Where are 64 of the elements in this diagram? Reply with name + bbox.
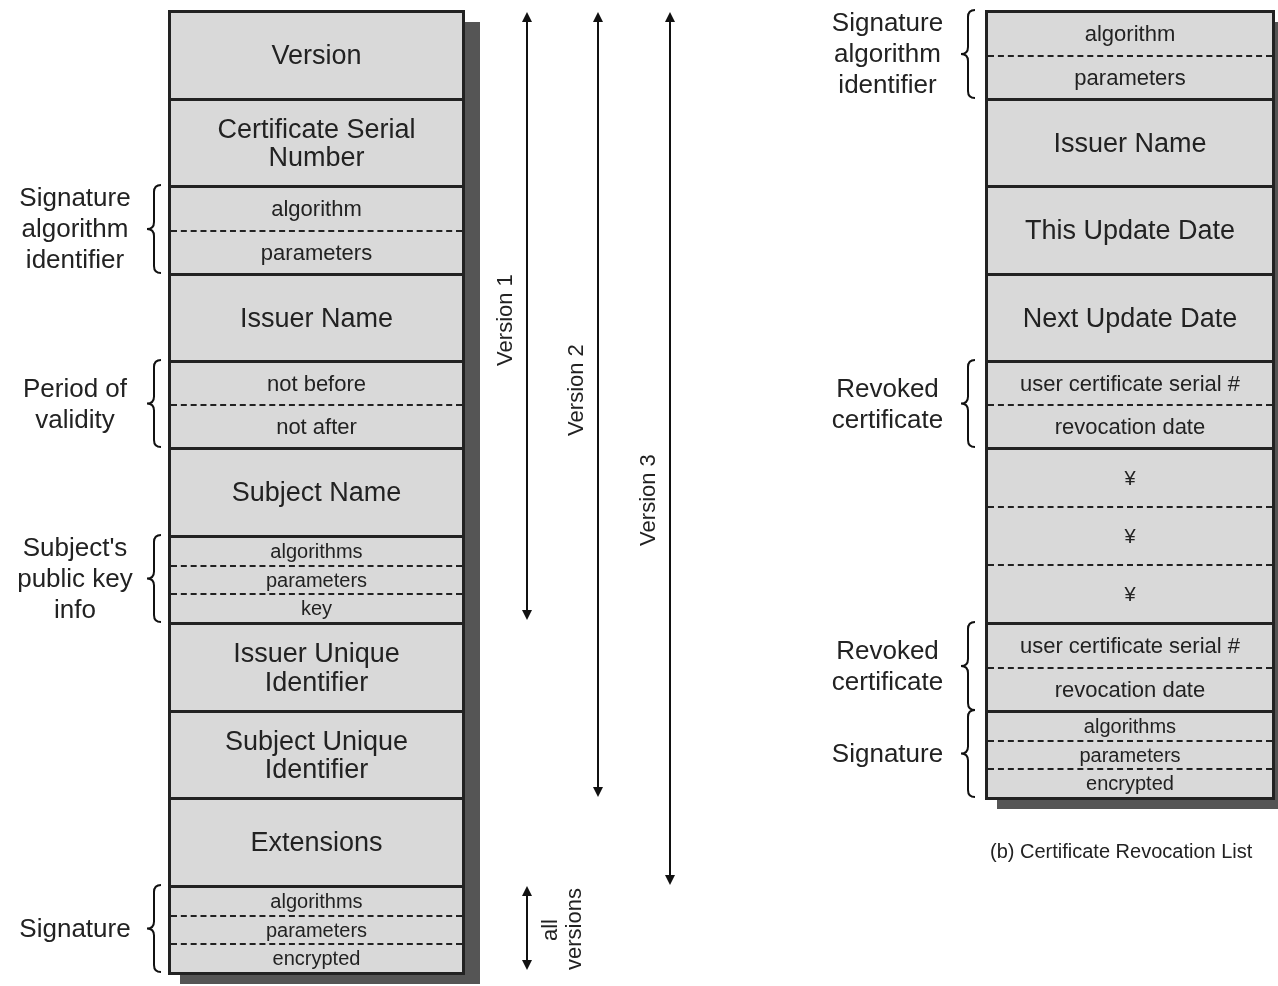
field-label: algorithm	[1083, 22, 1177, 46]
field-row	[985, 185, 1275, 276]
field-row	[168, 10, 465, 101]
field-label: Subject Unique Identifier	[223, 726, 410, 784]
field-row	[985, 360, 1275, 450]
field-label: key	[299, 598, 334, 620]
field-label: algorithms	[269, 540, 364, 562]
field-label: Issuer Name	[238, 303, 395, 333]
version-label: Version 1	[492, 273, 518, 368]
field-label: Extensions	[249, 828, 384, 857]
field-row	[168, 185, 465, 276]
bracket-label: Signature	[830, 737, 945, 770]
field-row	[985, 447, 1275, 625]
field-label: Certificate Serial Number	[216, 114, 417, 172]
field-row	[985, 273, 1275, 363]
field-row	[168, 622, 465, 713]
field-label: parameters	[1073, 65, 1187, 89]
version-label: Version 3	[635, 453, 661, 548]
field-label: Version	[270, 41, 363, 70]
bracket-label: Signature algorithm identifier	[18, 182, 132, 276]
field-row	[985, 710, 1275, 800]
field-label: Issuer Name	[1052, 128, 1208, 158]
field-label: ¥	[1123, 467, 1137, 489]
field-label: Next Update Date	[1021, 303, 1239, 333]
field-row	[168, 447, 465, 538]
field-row	[985, 10, 1275, 101]
field-label: not after	[275, 414, 358, 439]
field-label: parameters	[264, 569, 369, 591]
bracket-label: Revoked certificate	[830, 634, 945, 698]
version-label: all versions	[537, 890, 587, 970]
field-row	[985, 622, 1275, 713]
field-label: algorithm	[270, 197, 363, 221]
bracket-label: Signature algorithm identifier	[830, 7, 945, 101]
field-label: parameters	[259, 240, 374, 264]
bracket-label: Period of validity	[21, 372, 129, 435]
field-row	[168, 360, 465, 450]
field-label: algorithms	[269, 890, 364, 912]
field-row	[985, 98, 1275, 188]
field-row	[168, 797, 465, 888]
field-label: parameters	[264, 919, 369, 941]
field-label: Subject Name	[230, 478, 403, 507]
field-label: revocation date	[1053, 414, 1207, 439]
bracket-label: Signature	[18, 912, 132, 945]
field-label: ¥	[1123, 525, 1137, 547]
field-label: user certificate serial #	[1018, 371, 1242, 396]
field-row	[168, 535, 465, 625]
field-label: algorithms	[1082, 715, 1178, 737]
field-label: encrypted	[1085, 773, 1175, 795]
field-row	[168, 273, 465, 363]
bracket-label: Revoked certificate	[830, 372, 945, 435]
field-label: encrypted	[271, 948, 362, 970]
bracket-label: Subject's public key info	[16, 531, 134, 626]
field-label: parameters	[1078, 744, 1182, 766]
version-label: Version 2	[563, 343, 589, 438]
field-row	[168, 98, 465, 188]
field-label: This Update Date	[1023, 216, 1237, 245]
caption: (b) Certificate Revocation List	[990, 840, 1253, 863]
field-label: not before	[265, 371, 368, 396]
field-label: revocation date	[1053, 677, 1207, 701]
field-label: Issuer Unique Identifier	[232, 639, 401, 696]
field-label: user certificate serial #	[1018, 634, 1242, 658]
field-label: ¥	[1123, 583, 1137, 605]
field-row	[168, 710, 465, 800]
field-row	[168, 885, 465, 975]
